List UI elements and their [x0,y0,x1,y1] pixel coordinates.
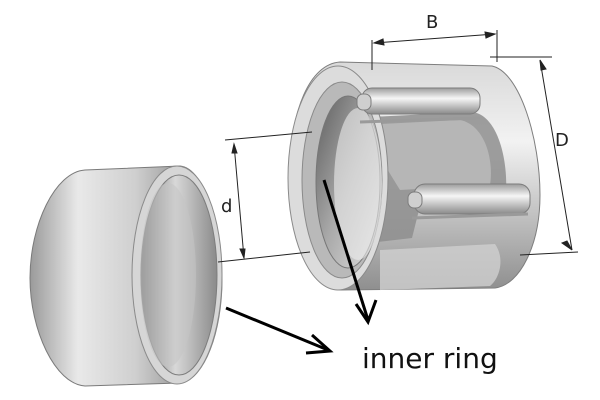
dimension-lines [217,30,579,263]
outer-diameter-label: D [555,130,569,151]
inner-ring-callout: inner ring [362,342,498,375]
bearing-assembly [287,61,541,291]
inner-ring [29,165,223,387]
inner-diameter-label: d [221,196,233,217]
needle-roller-top [356,87,481,115]
needle-roller-bottom [407,183,531,215]
callout-arrows [225,179,378,355]
width-dimension-label: B [426,12,439,33]
